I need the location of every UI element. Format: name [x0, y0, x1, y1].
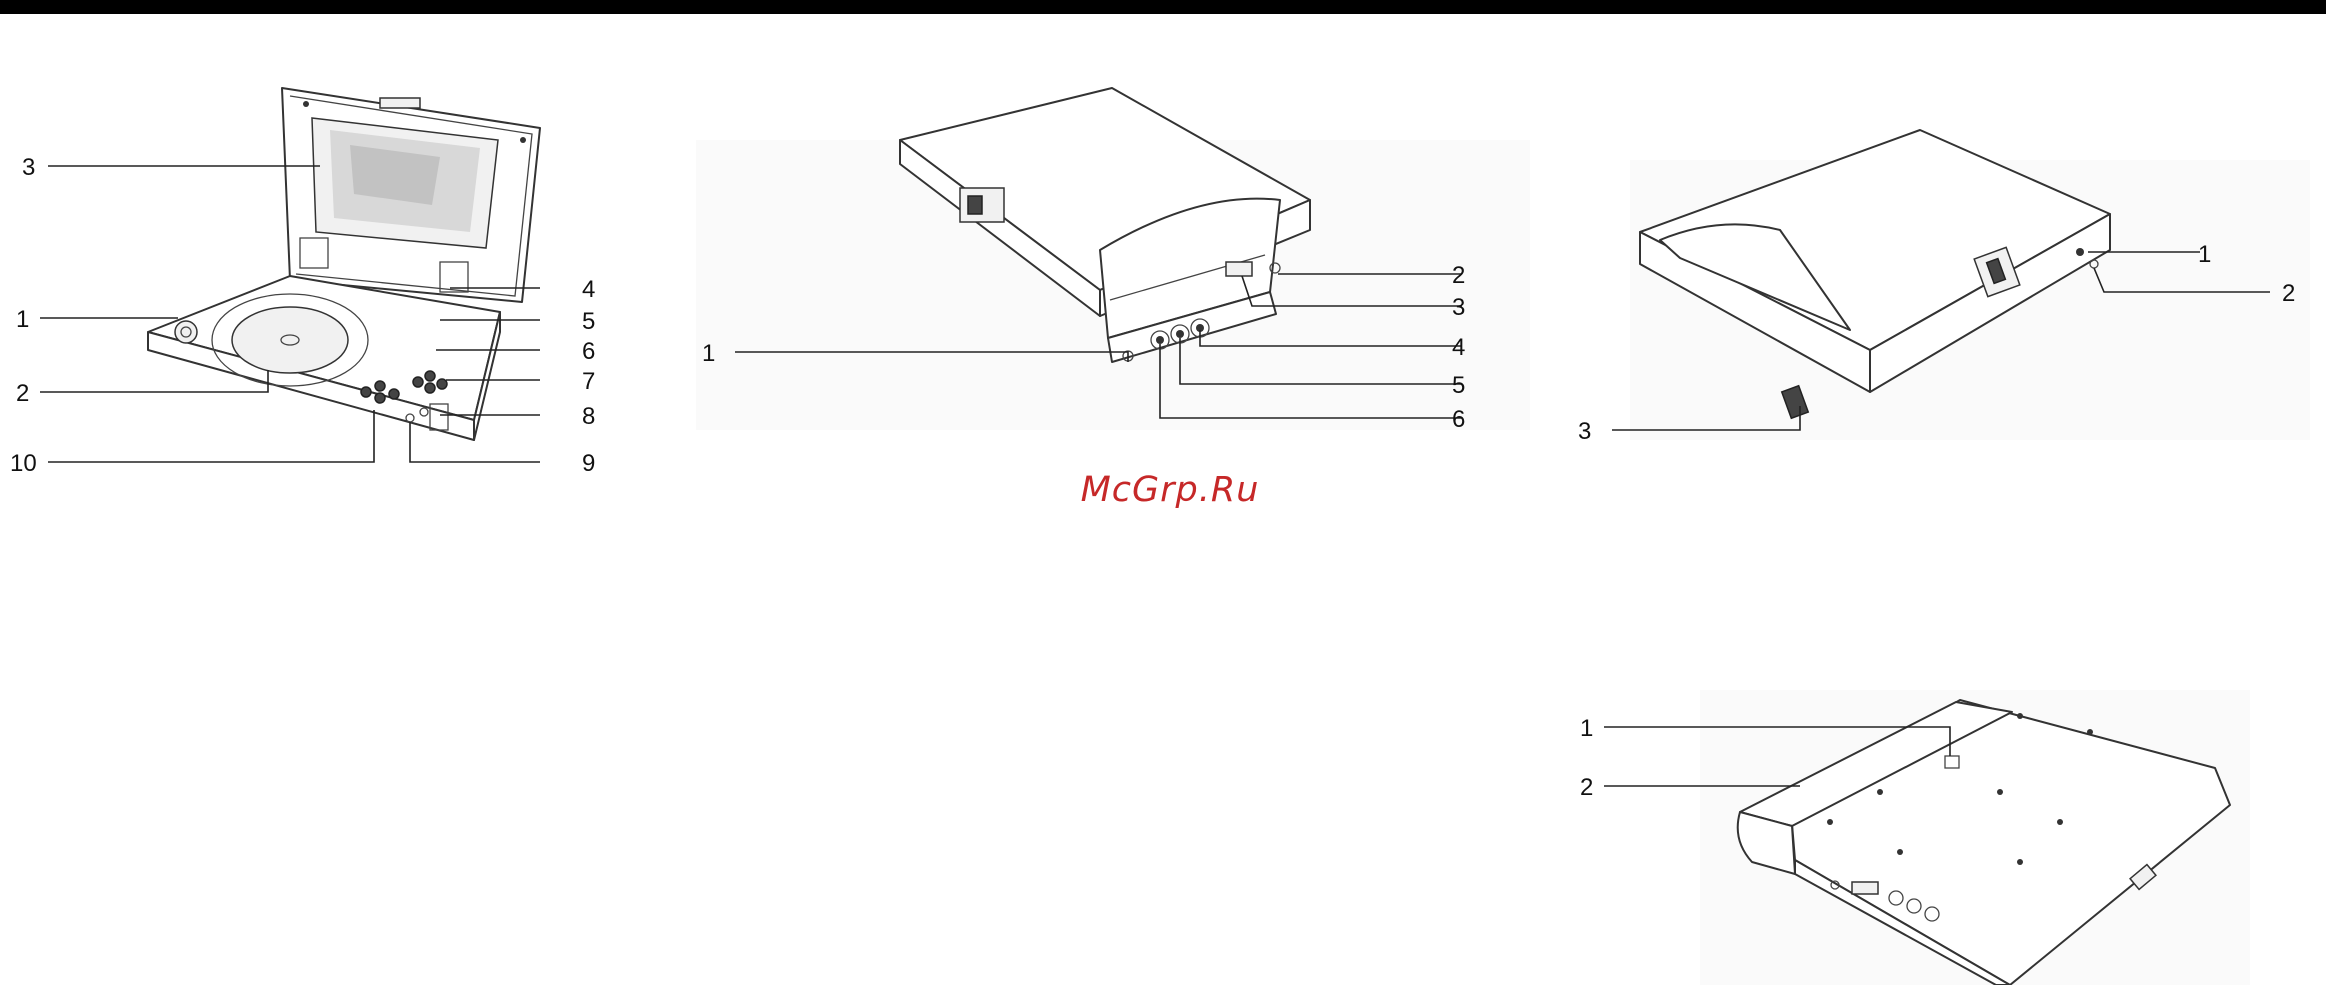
callout-1-4: 4	[582, 276, 595, 303]
callout-1-6: 6	[582, 338, 595, 365]
callout-1-9: 9	[582, 450, 595, 477]
callout-1-8: 8	[582, 403, 595, 430]
callout-3-1: 1	[2198, 241, 2211, 268]
callout-1-3: 3	[22, 154, 35, 181]
callout-4-1: 1	[1580, 715, 1593, 742]
callout-2-6: 6	[1452, 406, 1465, 433]
callout-1-1: 1	[16, 306, 29, 333]
callout-2-5: 5	[1452, 372, 1465, 399]
callout-1-7: 7	[582, 368, 595, 395]
callout-3-2: 2	[2282, 280, 2295, 307]
callout-2-4: 4	[1452, 334, 1465, 361]
player-bottom-illustration	[1700, 690, 2250, 985]
callout-2-3: 3	[1452, 294, 1465, 321]
callout-1-2: 2	[16, 380, 29, 407]
callout-1-5: 5	[582, 308, 595, 335]
callout-4-2: 2	[1580, 774, 1593, 801]
player-closed-right-illustration	[1630, 130, 2310, 440]
callout-3-3: 3	[1578, 418, 1591, 445]
watermark-text: McGrp.Ru	[1070, 470, 1270, 510]
callout-2-1: 1	[702, 340, 715, 367]
figure-bottom: 1 2	[1580, 690, 2250, 985]
callout-2-2: 2	[1452, 262, 1465, 289]
figure-left-side: 1 2 3 4 5 6	[696, 88, 1530, 433]
figure-front-open: 3 1 2 10 4 5 6 7 8 9	[10, 88, 595, 477]
callout-1-10: 10	[10, 450, 37, 477]
figure-right-side: 1 2 3	[1578, 130, 2310, 445]
player-closed-left-illustration	[696, 88, 1530, 430]
player-open-illustration	[148, 88, 540, 440]
